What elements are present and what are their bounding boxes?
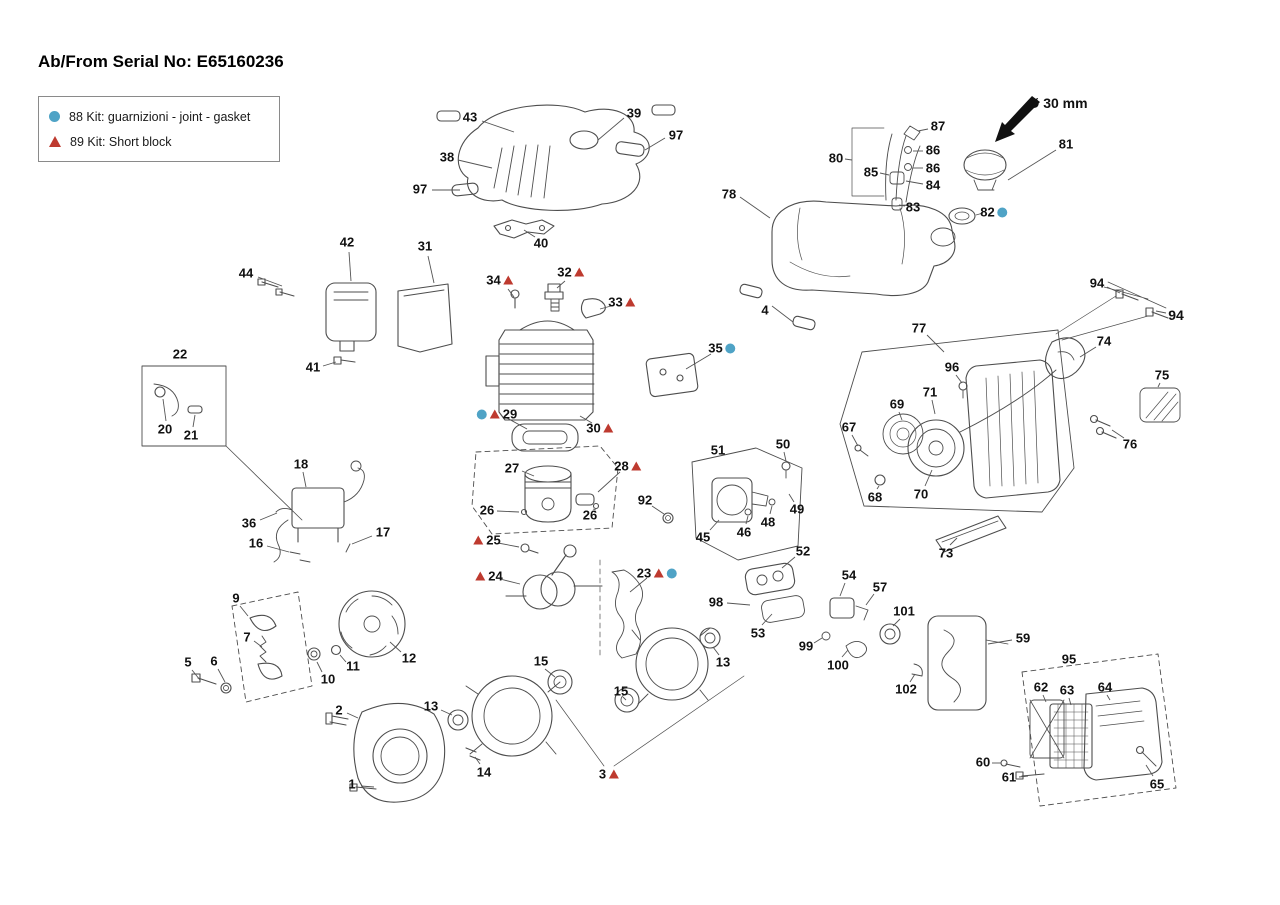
leader-line [497,542,520,548]
leader-line [217,668,226,683]
leader-line [769,505,773,515]
leader-line [1155,310,1167,314]
leader-line [771,305,794,323]
leader-line [348,251,352,282]
leader-line [360,785,375,788]
leader-line [351,535,373,545]
leader-line [597,117,625,141]
leader-line [781,556,796,569]
leader-line [302,471,307,488]
diameter-annotation: Ø 30 mm [1028,95,1088,111]
gasket-kit-dot-icon [49,111,60,122]
leader-line [507,288,515,298]
leader-line [259,512,278,521]
leader-line [739,196,771,219]
leader-line [496,510,520,513]
leader-line [975,212,984,216]
leader-line [651,505,665,515]
leader-line [481,120,515,133]
leader-line [1007,149,1057,181]
leader-line [597,471,621,493]
diameter-arrow-icon [995,96,1040,142]
leader-line [745,515,749,525]
leader-line [239,605,249,617]
leader-line [761,613,773,626]
leader-line [544,668,556,678]
leader-line [865,593,875,606]
leader-line [1106,694,1111,701]
leader-line [346,712,359,719]
leader-line [499,578,521,585]
leader-line [726,602,751,606]
leader-line [389,641,402,653]
leader-line [253,640,263,648]
leader-line [191,669,201,681]
leader-line [879,172,890,176]
leader-line [1018,775,1029,778]
leader-line [474,756,481,765]
leader-line [898,204,906,207]
leader-line [931,399,936,415]
leader-line [813,637,823,644]
leader-line [644,137,666,151]
leader-line [851,434,859,447]
leader-line [788,493,795,503]
leader-line [892,618,901,627]
leader-line [987,639,1013,645]
leader-line [685,353,712,370]
leader-line [841,649,849,658]
leader-line [909,673,916,683]
leader-line [1145,764,1154,777]
leader-line [1157,382,1161,388]
leader-line [339,654,347,663]
leader-line [556,280,566,289]
legend-item-short-block-kit: 89 Kit: Short block [49,129,269,154]
leader-line [1079,346,1097,358]
leader-line [162,398,167,422]
leader-line [322,361,337,367]
leader-line [924,469,933,487]
leader-line [1068,697,1072,706]
page-title: Ab/From Serial No: E65160236 [38,52,284,71]
leader-line [266,545,290,553]
legend-item-label: 88 Kit: guarnizioni - joint - gasket [69,109,251,124]
leader-line [427,255,435,284]
leader-line [192,414,196,428]
leader-line [622,696,627,701]
short-block-triangle-icon [49,136,61,147]
leader-line [316,661,323,673]
leader-line [579,415,593,424]
leader-line [1042,694,1047,703]
leader-lines [162,117,1167,788]
leader-line [783,451,787,462]
leader-line [898,411,903,421]
leader-line [926,334,945,353]
leader-line [876,485,880,490]
leader-line [506,417,528,430]
leader-line [709,519,720,531]
engine-line-art [141,104,1181,807]
leader-line [521,470,535,477]
leader-line [844,158,853,161]
leader-line [917,128,929,132]
leader-line [905,180,924,185]
leader-line [629,577,648,593]
leader-line [599,305,612,310]
leader-line [1111,429,1125,439]
leader-line [839,582,846,597]
leader-line [257,276,283,287]
legend-box: 88 Kit: guarnizioni - joint - gasket 89 K… [38,96,280,162]
leader-line [712,646,720,656]
legend-item-label: 89 Kit: Short block [70,134,172,149]
legend-item-gasket-kit: 88 Kit: guarnizioni - joint - gasket [49,104,269,129]
leader-line [1106,286,1121,294]
leader-line [955,374,963,384]
leader-line [457,159,493,169]
leader-line [592,508,597,511]
leader-line [523,229,536,238]
leader-line [949,537,958,546]
leader-line [440,709,453,716]
